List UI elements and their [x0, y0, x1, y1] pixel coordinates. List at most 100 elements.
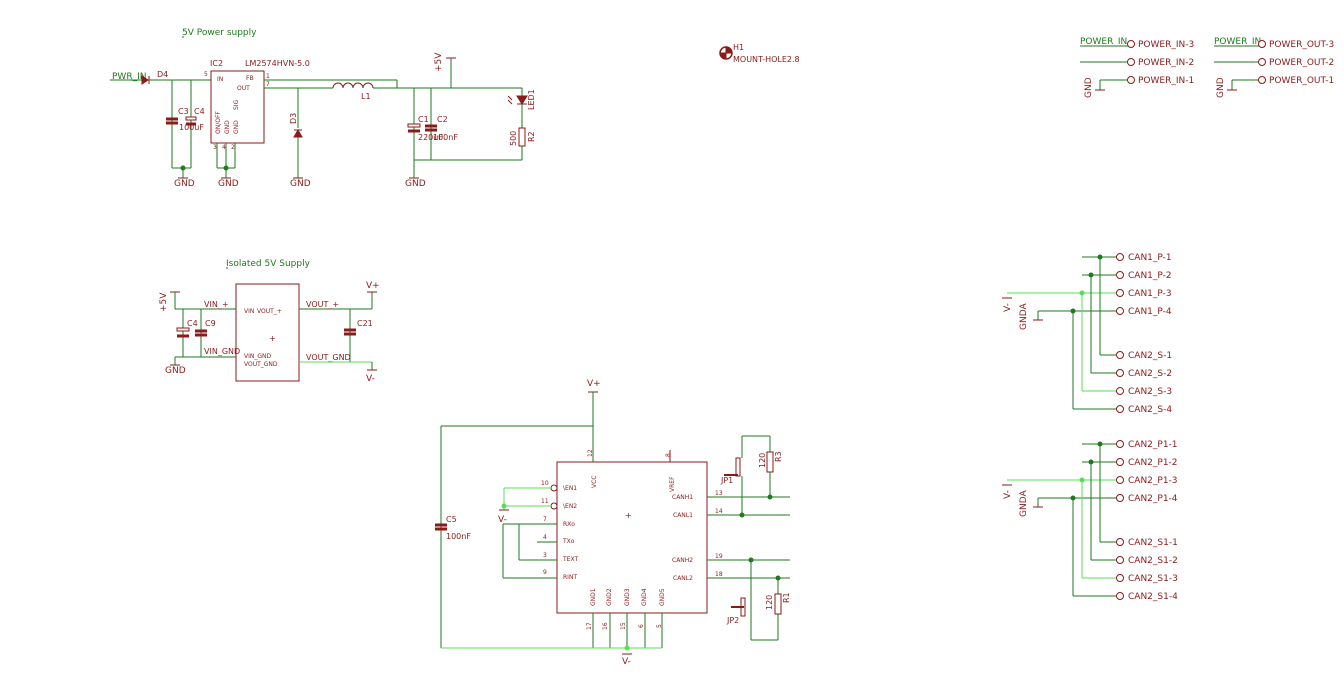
tr-pin-gnd2-num: 16: [602, 622, 609, 630]
iso-box-vout-gnd: VOUT_GND: [244, 361, 278, 368]
gnd-label-c1: GND: [405, 179, 426, 189]
can2-s-pin-3: CAN2_S-3: [1128, 387, 1172, 397]
tr-pin-canh2-num: 19: [715, 553, 723, 560]
ic2-pin3: 3: [213, 144, 217, 151]
tr-pin-vcc-num: 12: [587, 449, 594, 457]
tr-pin-vref-num: 8: [665, 453, 672, 457]
tr-pin-text-num: 3: [543, 552, 547, 559]
c5-value: 100nF: [446, 532, 471, 541]
tr-pin-canl1: CANL1: [673, 512, 693, 519]
power-in-pin-3: POWER_IN-3: [1138, 40, 1194, 50]
power-out-gnd-label: GND: [1216, 77, 1226, 98]
ic2-pin4: 4: [222, 144, 226, 151]
power-out-pin-1: POWER_OUT-1: [1269, 76, 1334, 86]
c2-value: 100nF: [433, 133, 458, 142]
can1-p-pin-2: CAN1_P-2: [1128, 271, 1172, 281]
tr-pin-en1-num: 10: [541, 480, 549, 487]
ic2-ref: IC2: [210, 59, 223, 68]
d3-diode-symbol: [293, 128, 303, 138]
r3-resistor-symbol: [766, 451, 774, 473]
led1-label: LED1: [527, 89, 536, 110]
ic2-pin-in: IN: [217, 76, 223, 83]
tr-pin-gnd3-num: 15: [620, 622, 627, 630]
tr-en-vminus-label: V-: [498, 515, 507, 525]
isolated-supply-title: Isolated 5V Supply: [226, 259, 311, 269]
led1-symbol: [516, 95, 528, 105]
tr-pin-txo: TXo: [562, 538, 575, 545]
ic2-body: [210, 70, 265, 144]
tr-pin-vcc: VCC: [591, 476, 598, 488]
tr-pin-canh2: CANH2: [672, 557, 693, 564]
can2-s1-pin-3: CAN2_S1-3: [1128, 574, 1178, 584]
jp1-symbol: [735, 457, 741, 477]
can1-connectors: V- GNDA CAN1_P-1 CAN1_P-2 CAN1_P-3 CAN1_…: [1002, 253, 1172, 415]
can2-s1-pin-4: CAN2_S1-4: [1128, 592, 1178, 602]
iso-box-center-mark: +: [269, 334, 276, 343]
tr-pin-txo-num: 4: [543, 534, 547, 541]
iso-box-vin-gnd: VIN_GND: [244, 353, 272, 360]
can2-s-pin-2: CAN2_S-2: [1128, 369, 1172, 379]
c4-label: C4: [194, 107, 205, 116]
gnd-label-ic2: GND: [218, 179, 239, 189]
tr-pin-canl1-num: 14: [715, 508, 723, 515]
ic2-pin-onoff: ON/OFF: [215, 111, 222, 134]
can1-p-pin-4: CAN1_P-4: [1128, 307, 1172, 317]
gnd-label-d3: GND: [290, 179, 311, 189]
can2-connectors: V- GNDA CAN2_P1-1 CAN2_P1-2 CAN2_P1-3 CA…: [1002, 440, 1178, 602]
tr-pin-canh1-num: 13: [715, 490, 723, 497]
iso-c4-label: C4: [187, 319, 198, 328]
tr-pin-rxo-num: 7: [543, 516, 547, 523]
iso-vout-gnd-net: VOUT_GND: [306, 353, 351, 362]
c3-label: C3: [178, 107, 189, 116]
iso-vplus-label: V+: [366, 281, 380, 291]
iso-gnd-label: GND: [165, 366, 186, 376]
can2-p1-pin-4: CAN2_P1-4: [1128, 494, 1178, 504]
r1-resistor-symbol: [774, 593, 782, 615]
tr-pin-gnd4: GND4: [641, 588, 648, 606]
power-in-title: POWER_IN: [1080, 37, 1127, 47]
r1-value: 120: [765, 595, 774, 610]
tr-pin-gnd5: GND5: [659, 588, 666, 606]
tr-center-mark: +: [625, 511, 632, 520]
r1-label: R1: [782, 592, 791, 603]
tr-pin-canh1: CANH1: [672, 494, 693, 501]
mount-hole: H1 MOUNT-HOLE2.8: [719, 43, 800, 64]
d4-diode-symbol: [141, 75, 149, 85]
iso-box-vin: VIN: [244, 308, 254, 315]
power-in-pin-1: POWER_IN-1: [1138, 76, 1194, 86]
ic2-pin-gnd: GND: [224, 120, 231, 134]
c1-label: C1: [418, 115, 429, 124]
iso-c9-label: C9: [205, 319, 216, 328]
r3-label: R3: [774, 451, 783, 462]
d3-label: D3: [289, 113, 298, 124]
r2-resistor-symbol: [518, 127, 526, 147]
can2-p1-pin-1: CAN2_P1-1: [1128, 440, 1178, 450]
tr-pin-gnd1-num: 17: [586, 622, 593, 630]
ic2-pin7: 7: [266, 81, 270, 88]
ic2-pin-sig: SIG: [233, 99, 240, 110]
tr-pin-gnd5-num: 5: [656, 624, 663, 628]
iso-vin-gnd-net: VIN_GND: [204, 347, 240, 356]
power-out-pin-3: POWER_OUT-3: [1269, 40, 1334, 50]
tr-pin-gnd2: GND2: [606, 588, 613, 606]
can2-gnda-label: GNDA: [1019, 490, 1029, 517]
power-supply-title: 5V Power supply: [182, 28, 257, 38]
tr-pin-vref: VREF: [669, 476, 676, 492]
iso-box-vout-plus: VOUT_+: [257, 308, 282, 315]
ic2-pin-out: OUT: [237, 85, 250, 92]
tr-pin-gnd3: GND3: [624, 588, 631, 606]
iso-c21-label: C21: [357, 319, 373, 328]
ic2-pin2: 2: [231, 144, 235, 151]
r3-value: 120: [758, 453, 767, 468]
transceiver-body: [556, 461, 708, 614]
power-in-pin-2: POWER_IN-2: [1138, 58, 1194, 68]
pwr-in-label: PWR_IN: [112, 72, 146, 82]
can2-s1-pin-1: CAN2_S1-1: [1128, 538, 1178, 548]
can2-p1-pin-2: CAN2_P1-2: [1128, 458, 1178, 468]
gnd-label-c3: GND: [174, 179, 195, 189]
tr-pin-en2-num: 11: [541, 498, 549, 505]
jp2-label: JP2: [726, 616, 739, 625]
power-supply-section: 5V Power supply PWR_IN D4 GND C3 C4 100u…: [110, 28, 536, 189]
vcc-5v-label: +5V: [434, 52, 444, 72]
